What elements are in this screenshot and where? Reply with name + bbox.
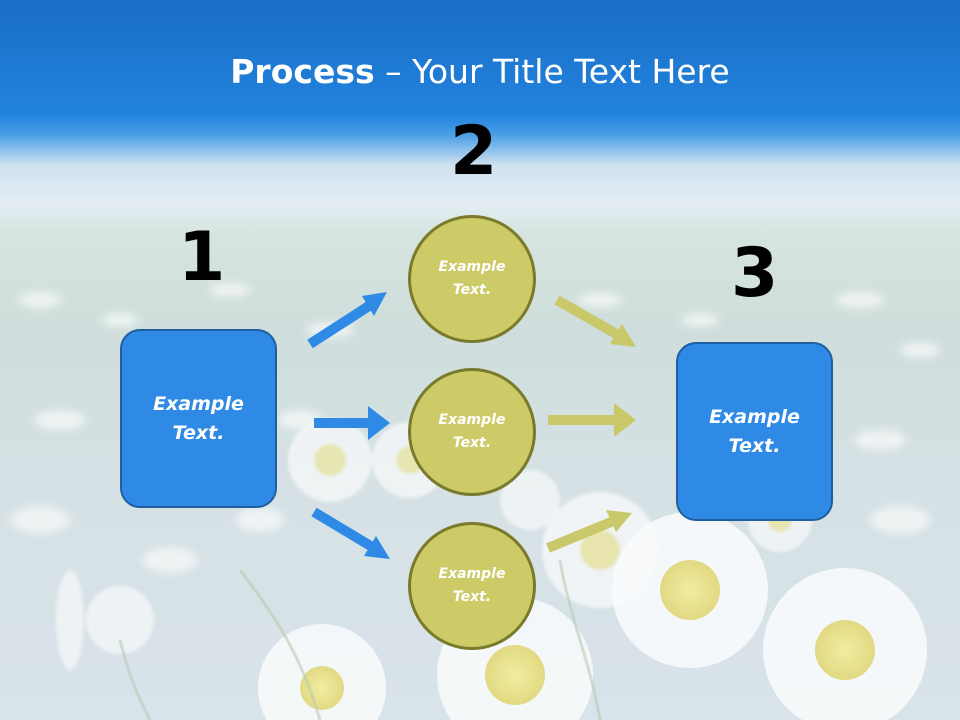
step-number-3: 3 bbox=[731, 234, 779, 313]
step-number-1: 1 bbox=[178, 218, 226, 297]
slide-title: Process – Your Title Text Here bbox=[0, 52, 960, 91]
right-box-text: Example Text. bbox=[709, 405, 800, 457]
circle-top-text: Example Text. bbox=[438, 259, 506, 298]
circle-bottom-text: Example Text. bbox=[438, 566, 506, 605]
circle-middle-text: Example Text. bbox=[438, 412, 506, 451]
title-rest-part: – Your Title Text Here bbox=[374, 52, 730, 91]
olive-arrow-middle bbox=[548, 403, 636, 437]
right-process-box: Example Text. bbox=[676, 342, 833, 521]
step-number-2: 2 bbox=[450, 112, 498, 191]
process-circle-bottom: Example Text. bbox=[408, 522, 536, 650]
blue-arrow-down bbox=[311, 507, 390, 559]
title-bold-part: Process bbox=[230, 52, 375, 91]
olive-arrow-down bbox=[554, 295, 636, 347]
process-circle-top: Example Text. bbox=[408, 215, 536, 343]
left-process-box: Example Text. bbox=[120, 329, 277, 508]
blue-arrow-up bbox=[307, 292, 387, 349]
olive-arrow-up bbox=[546, 510, 632, 553]
process-circle-middle: Example Text. bbox=[408, 368, 536, 496]
left-box-text: Example Text. bbox=[153, 392, 244, 444]
blue-arrow-middle bbox=[314, 406, 390, 440]
